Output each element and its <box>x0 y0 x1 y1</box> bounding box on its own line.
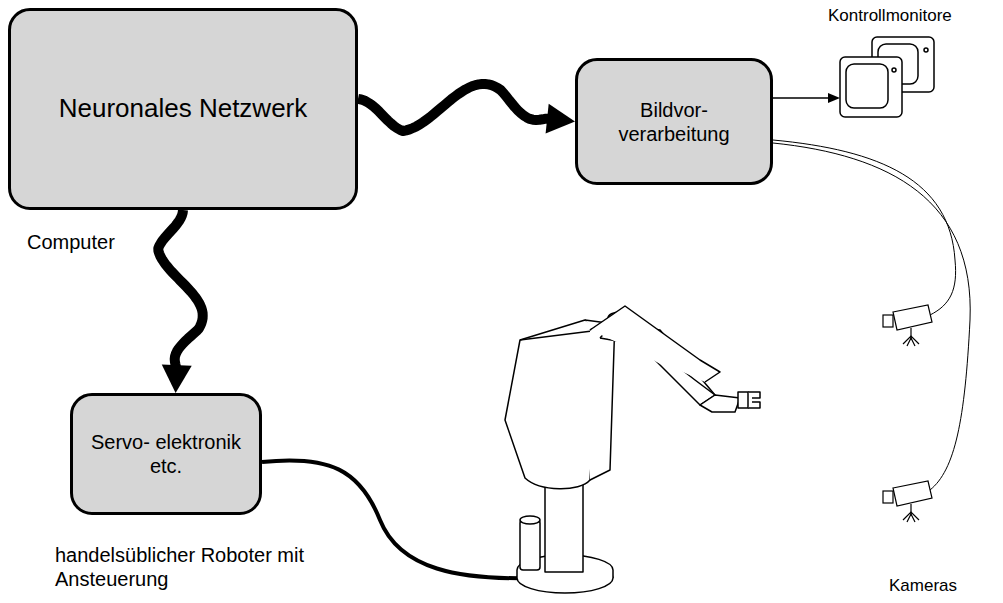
camera-cables <box>773 140 970 490</box>
connector-line <box>158 210 202 367</box>
box-text: Servo- elektronik etc. <box>83 430 249 478</box>
camera <box>883 305 932 346</box>
box-text: Neuronales Netzwerk <box>59 93 308 124</box>
camera <box>883 481 932 522</box>
arrowhead <box>546 104 575 134</box>
arrowhead <box>162 364 192 393</box>
process-box: Neuronales Netzwerk <box>8 8 358 210</box>
connector-line <box>358 84 549 131</box>
box-text: Bildvor- verarbeitung <box>588 98 760 146</box>
process-box: Bildvor- verarbeitung <box>575 58 773 185</box>
caption-label: Kameras <box>889 576 957 596</box>
caption-label: Computer <box>27 230 115 254</box>
caption-label: handelsüblicher Roboter mit Ansteuerung <box>55 543 355 591</box>
wavy-arrow <box>158 210 202 393</box>
monitor-line <box>773 97 830 99</box>
arrowhead <box>828 93 840 103</box>
robot <box>505 306 760 593</box>
wavy-arrow <box>358 84 575 134</box>
control-monitors <box>840 37 934 117</box>
caption-label: Kontrollmonitore <box>828 6 952 26</box>
process-box: Servo- elektronik etc. <box>70 393 262 515</box>
